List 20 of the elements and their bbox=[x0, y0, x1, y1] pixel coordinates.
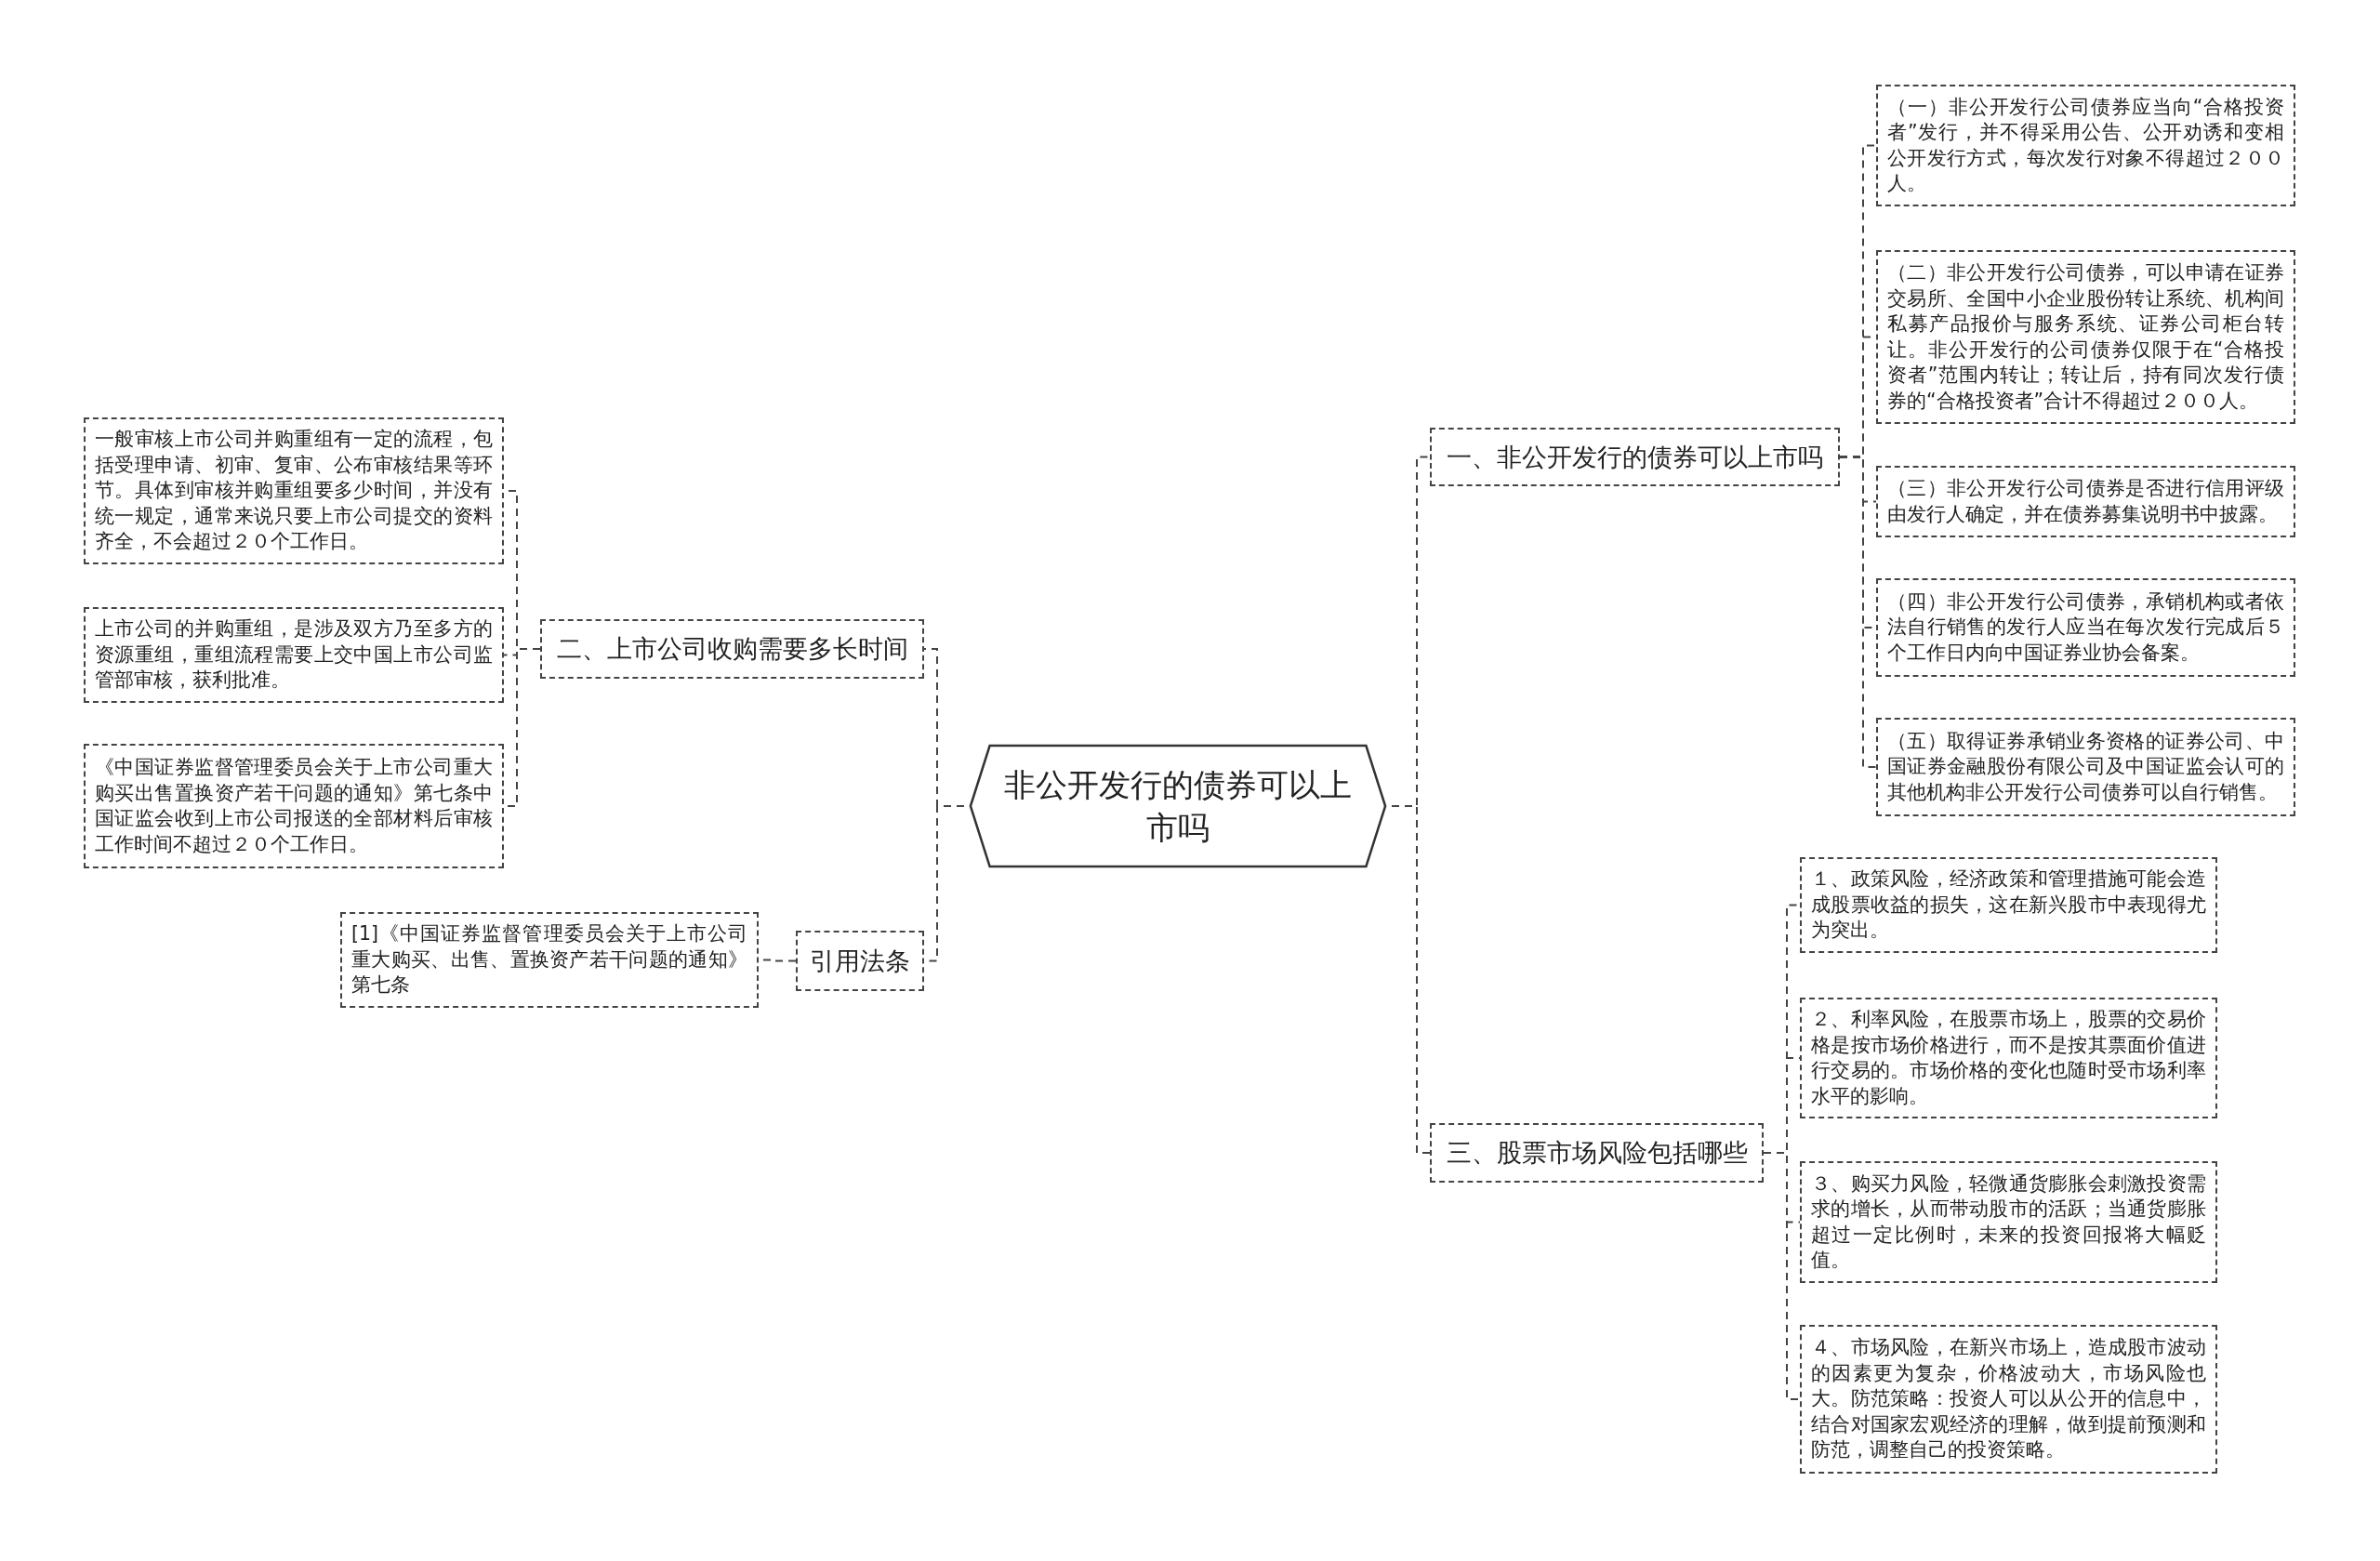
note-box: （五）取得证券承销业务资格的证券公司、中国证券金融股份有限公司及中国证监会认可的其他机构非公开发行公司债券可以自行销售。 bbox=[1876, 718, 2295, 816]
connector-line bbox=[1839, 456, 1877, 768]
connector-line bbox=[1391, 805, 1431, 1154]
branch-box: 三、股票市场风险包括哪些 bbox=[1430, 1123, 1764, 1183]
note-box: （三）非公开发行公司债券是否进行信用评级由发行人确定，并在债券募集说明书中披露。 bbox=[1876, 466, 2295, 537]
branch-box: 二、上市公司收购需要多长时间 bbox=[540, 619, 924, 679]
note-box: 上市公司的并购重组，是涉及双方乃至多方的资源重组，重组流程需要上交中国上市公司监管部审核，获利批准。 bbox=[84, 607, 504, 703]
note-box: [1]《中国证券监督管理委员会关于上市公司重大购买、出售、置换资产若干问题的通知》第七条 bbox=[340, 912, 759, 1008]
note-box: 一般审核上市公司并购重组有一定的流程，包括受理申请、初审、复审、公布审核结果等环节。具体到审核并购重组要多少时间，并没有统一规定，通常来说只要上市公司提交的资料齐全，不会超过２０个工作日。 bbox=[84, 417, 504, 564]
note-box: １、政策风险，经济政策和管理措施可能会造成股票收益的损失，这在新兴股市中表现得尤为突出。 bbox=[1800, 857, 2217, 953]
connector-line bbox=[1763, 1152, 1801, 1400]
note-box: ３、购买力风险，轻微通货膨胀会刺激投资需求的增长，从而带动股市的活跃；当通货膨胀超过一定比例时，未来的投资回报将大幅贬值。 bbox=[1800, 1161, 2217, 1283]
note-box: （四）非公开发行公司债券，承销机构或者依法自行销售的发行人应当在每次发行完成后５个工作日内向中国证券业协会备案。 bbox=[1876, 578, 2295, 677]
note-box: （一）非公开发行公司债券应当向“合格投资者”发行，并不得采用公告、公开劝诱和变相公开发行方式，每次发行对象不得超过２００人。 bbox=[1876, 85, 2295, 206]
note-box: 《中国证券监督管理委员会关于上市公司重大购买出售置换资产若干问题的通知》第七条中国证监会收到上市公司报送的全部材料后审核工作时间不超过２０个工作日。 bbox=[84, 744, 504, 868]
note-box: （二）非公开发行公司债券，可以申请在证券交易所、全国中小企业股份转让系统、机构间私募产品报价与服务系统、证券公司柜台转让。非公开发行的公司债券仅限于在“合格投资者”范围内转让；转让后，持有同次发行债券的“合格投资者”合计不得超过２００人。 bbox=[1876, 250, 2295, 424]
branch-box: 引用法条 bbox=[796, 931, 924, 991]
note-box: ４、市场风险，在新兴市场上，造成股市波动的因素更为复杂，价格波动大，市场风险也大。防范策略：投资人可以从公开的信息中，结合对国家宏观经济的理解，做到提前预测和防范，调整自己的投资策略。 bbox=[1800, 1325, 2217, 1474]
note-box: ２、利率风险，在股票市场上，股票的交易价格是按市场价格进行，而不是按其票面价值进行交易的。市场价格的变化也随时受市场利率水平的影响。 bbox=[1800, 998, 2217, 1118]
branch-box: 一、非公开发行的债券可以上市吗 bbox=[1430, 428, 1840, 486]
